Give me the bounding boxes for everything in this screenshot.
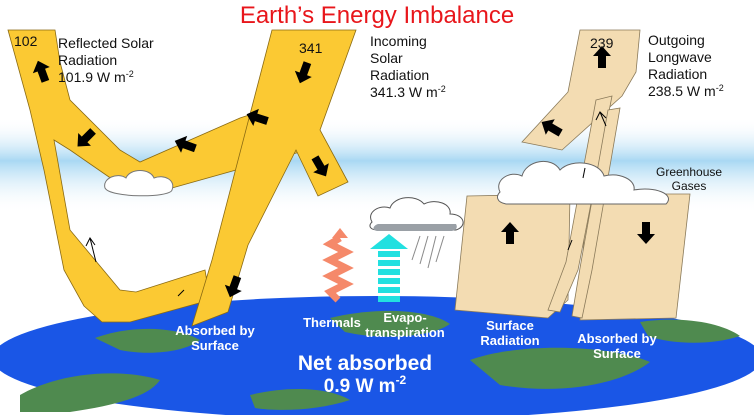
absorbed-back-line1: Absorbed by: [577, 331, 657, 346]
small-arrow-icon: [595, 111, 607, 127]
surface-radiation-label: Surface Radiation: [470, 318, 550, 348]
outgoing-amount-text: 238.5 W m: [648, 83, 716, 99]
outgoing-amount: 238.5 W m-2: [648, 83, 724, 100]
greenhouse-line1: Greenhouse: [656, 165, 723, 179]
incoming-label-line3: Radiation: [370, 67, 430, 83]
thermals-label: Thermals: [303, 315, 361, 330]
surface-radiation-line2: Radiation: [480, 333, 540, 348]
longwave-strand: [571, 107, 621, 319]
arrow-down-icon: [637, 222, 655, 244]
incoming-value: 341: [299, 40, 323, 56]
absorbed-back-line2: Surface: [593, 346, 641, 361]
outgoing-label-line1: Outgoing: [648, 32, 705, 48]
reflected-amount-text: 101.9 W m: [58, 69, 126, 85]
outgoing-label-line2: Longwave: [648, 49, 712, 65]
arrow-down-icon: [311, 155, 329, 177]
net-line1: Net absorbed: [297, 352, 433, 375]
net-amount: 0.9 W m-2: [270, 373, 460, 398]
small-arrow-icon: [177, 289, 185, 297]
earth-land: [20, 310, 740, 412]
net-amount-text: 0.9 W m: [323, 376, 396, 397]
arrow-left-icon: [77, 128, 96, 147]
incoming-solar-band: [191, 29, 357, 327]
absorbed-solar-label: Absorbed by Surface: [160, 323, 270, 353]
arrow-up-icon: [593, 46, 611, 68]
reflected-label-line2: Radiation: [58, 52, 118, 68]
greenhouse-label: Greenhouse Gases: [656, 165, 722, 193]
evapo-label: Evapo- transpiration: [350, 310, 460, 340]
cloud: [104, 170, 174, 197]
outgoing-label-line3: Radiation: [648, 66, 708, 82]
absorbed-solar-line1: Absorbed by: [175, 323, 255, 338]
thermals-arrow: [322, 234, 354, 303]
outgoing-value: 239: [590, 35, 614, 51]
small-arrow-icon: [85, 237, 97, 263]
incoming-amount: 341.3 W m-2: [370, 84, 446, 101]
small-arrow-icon: [582, 167, 586, 179]
net-absorbed-label: Net absorbed 0.9 W m-2: [270, 352, 460, 398]
reflected-solar-band: [7, 29, 301, 323]
raining-cloud: [369, 197, 464, 269]
incoming-label-line1: Incoming: [370, 33, 427, 49]
arrow-up-icon: [501, 222, 519, 244]
cloud: [497, 161, 669, 205]
reflected-label: Reflected Solar Radiation 101.9 W m-2: [58, 35, 154, 86]
reflected-amount-exp: -2: [125, 69, 134, 79]
arrow-up-icon: [32, 60, 50, 83]
surface-radiation-line1: Surface: [486, 318, 534, 333]
reflected-label-line1: Reflected Solar: [58, 35, 154, 51]
reflected-amount: 101.9 W m-2: [58, 69, 154, 86]
absorbed-back-label: Absorbed by Surface: [562, 331, 672, 361]
thermals-arrowhead: [332, 228, 348, 238]
greenhouse-line2: Gases: [671, 179, 707, 193]
evapo-arrow: [370, 234, 408, 302]
incoming-amount-exp: -2: [437, 84, 446, 94]
page-title: Earth’s Energy Imbalance: [239, 2, 515, 29]
arrow-down-icon: [294, 61, 312, 84]
small-arrow-icon: [567, 239, 573, 251]
arrow-up-icon: [541, 119, 563, 137]
evapo-line1: Evapo-: [383, 310, 427, 325]
evapo-line2: transpiration: [365, 325, 445, 340]
arrow-left-icon: [246, 108, 269, 126]
outgoing-label: Outgoing Longwave Radiation 238.5 W m-2: [648, 32, 724, 100]
outgoing-amount-exp: -2: [715, 83, 724, 93]
absorbed-solar-line2: Surface: [191, 338, 239, 353]
incoming-label-line2: Solar: [370, 50, 403, 66]
net-amount-exp: -2: [395, 373, 407, 387]
incoming-label: Incoming Solar Radiation 341.3 W m-2: [370, 33, 446, 101]
incoming-amount-text: 341.3 W m: [370, 84, 438, 100]
arrow-down-icon: [224, 275, 242, 298]
reflected-value: 102: [14, 33, 38, 49]
arrow-left-icon: [174, 135, 197, 153]
